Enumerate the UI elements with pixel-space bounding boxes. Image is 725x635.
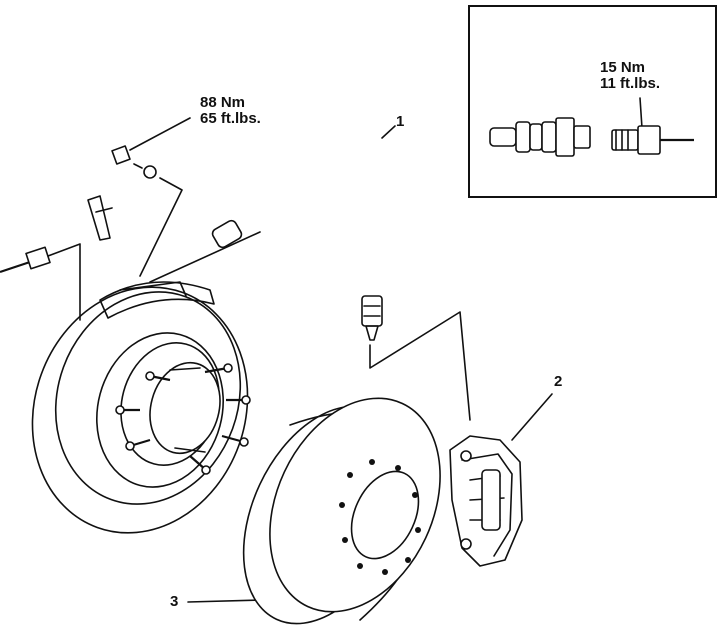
brake-hose xyxy=(211,159,383,341)
torque-main-nm: 88 Nm xyxy=(200,94,246,111)
inset-hose-fitting xyxy=(489,117,591,157)
callout-2: 2 xyxy=(554,373,563,390)
torque-label-main: 88 Nm 65 ft.lbs. xyxy=(200,95,261,127)
inset-detail-box xyxy=(468,5,717,198)
brake-disc xyxy=(242,397,441,625)
torque-inset-nm: 15 Nm xyxy=(600,59,646,76)
brake-caliper xyxy=(449,435,523,567)
inset-union-fitting xyxy=(611,125,694,155)
hub-flange xyxy=(96,332,224,488)
caliper-bolt xyxy=(111,145,157,179)
callout-3: 3 xyxy=(170,593,179,610)
torque-label-inset: 15 Nm 11 ft.lbs. xyxy=(600,60,660,92)
leader-lines xyxy=(129,97,643,603)
brake-line-fitting xyxy=(0,243,81,321)
callout-1: 1 xyxy=(396,113,405,130)
retaining-clip xyxy=(87,195,113,241)
torque-inset-ftlbs: 11 ft.lbs. xyxy=(600,74,661,92)
torque-main-ftlbs: 65 ft.lbs. xyxy=(200,109,261,127)
wheel-studs xyxy=(115,363,251,475)
